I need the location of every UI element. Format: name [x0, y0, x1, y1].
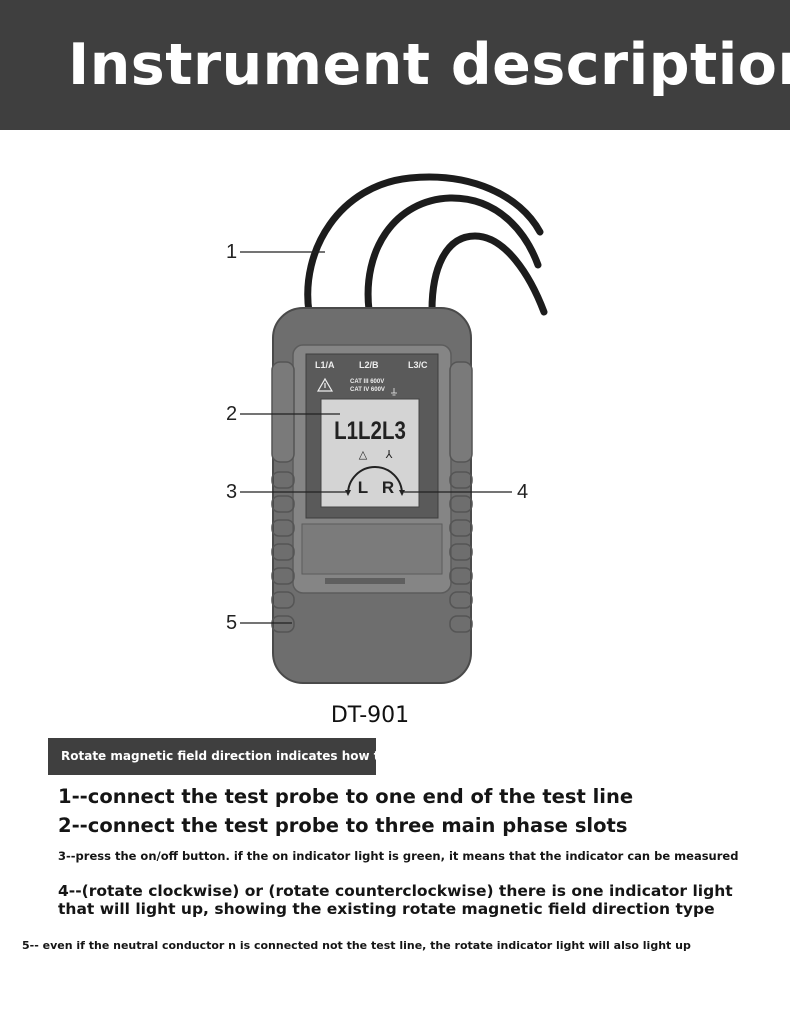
- step-5: 5-- even if the neutral conductor n is c…: [22, 939, 691, 952]
- lcd-screen: [320, 398, 420, 508]
- step-1: 1--connect the test probe to one end of …: [58, 785, 634, 808]
- lcd-left-rotation: L: [358, 478, 368, 497]
- callout-1: 1: [226, 241, 238, 263]
- rotation-arc: [347, 466, 403, 495]
- callout-3: 3: [226, 481, 238, 503]
- star-icon: ⅄: [386, 448, 393, 461]
- step-2: 2--connect the test probe to three main …: [58, 814, 628, 837]
- test-lead-1: [304, 173, 544, 316]
- callout-4: 4: [517, 481, 529, 503]
- step-4: 4--(rotate clockwise) or (rotate counter…: [58, 882, 733, 918]
- callout-5: 5: [226, 612, 238, 634]
- terminal-label-2: L2/B: [359, 360, 379, 370]
- test-lead-2: [364, 194, 542, 314]
- lcd-right-rotation: R: [382, 478, 394, 497]
- model-name: DT-901: [330, 703, 410, 728]
- instrument-figure: L1/A L2/B L3/C CAT III 600V CAT IV 600V …: [0, 150, 790, 690]
- right-grip-ribs: [449, 471, 473, 633]
- left-grip-ribs: [271, 471, 295, 633]
- lower-panel: [301, 523, 443, 575]
- terminal-label-1: L1/A: [315, 360, 335, 370]
- step-3: 3--press the on/off button. if the on in…: [58, 849, 739, 863]
- callout-2: 2: [226, 403, 238, 425]
- warning-icon: [316, 377, 334, 392]
- terminal-label-3: L3/C: [408, 360, 428, 370]
- rating-line-2: CAT IV 600V: [350, 387, 385, 393]
- rating-line-1: CAT III 600V: [350, 379, 384, 385]
- lcd-phase-sequence: L1L2L3: [334, 416, 406, 444]
- test-lead-3: [428, 232, 548, 316]
- header-bar: Instrument description: [0, 0, 790, 130]
- usage-banner: Rotate magnetic field direction indicate…: [48, 738, 416, 775]
- ground-icon: [391, 388, 397, 396]
- delta-icon: △: [359, 448, 368, 461]
- instrument-illustration: L1/A L2/B L3/C CAT III 600V CAT IV 600V …: [240, 173, 548, 684]
- brand-strip: [325, 578, 405, 584]
- page-title: Instrument description: [68, 32, 790, 98]
